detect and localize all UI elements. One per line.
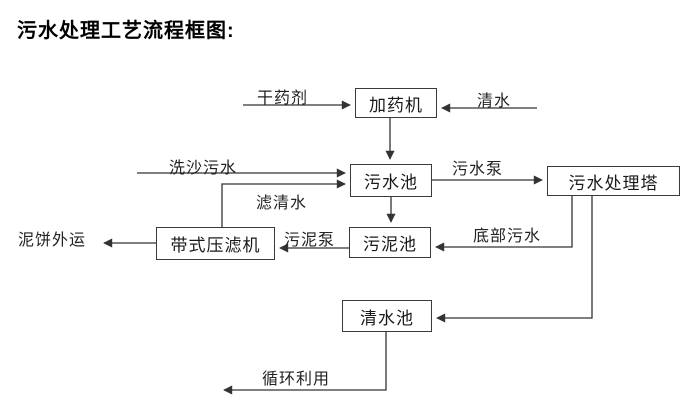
edge-label-sludge-pump: 污泥泵 [284,232,336,249]
arrow-clean-water-pool-to-recycle [223,332,387,395]
arrow-filtered-water-to-sewage-pool [221,179,346,227]
edge-label-sewage-pump: 污水泵 [452,161,504,178]
edge-label-filtered-water: 滤清水 [256,195,308,212]
node-sewage-pool: 污水池 [350,164,432,197]
node-sewage-treatment-tower: 污水处理塔 [547,166,680,196]
node-sludge-pool: 污泥池 [349,227,431,258]
diagram-title: 污水处理工艺流程框图: [17,20,235,42]
arrow-bottom-sewage-to-sludge-pool [435,196,573,252]
edge-label-sand-washing-sewage: 洗沙污水 [169,160,238,177]
edge-label-mud-cake-outbound: 泥饼外运 [18,232,87,249]
edge-label-dry-chemical: 干药剂 [257,90,309,107]
arrow-tower-to-clean-water-pool [436,196,593,323]
node-dosing-machine: 加药机 [355,88,437,118]
edge-label-recycling: 循环利用 [262,371,331,388]
edge-label-bottom-sewage: 底部污水 [473,228,542,245]
node-clean-water-pool: 清水池 [342,300,432,332]
node-belt-filter-press: 带式压滤机 [156,227,275,260]
edge-label-clean-water: 清水 [477,93,512,110]
